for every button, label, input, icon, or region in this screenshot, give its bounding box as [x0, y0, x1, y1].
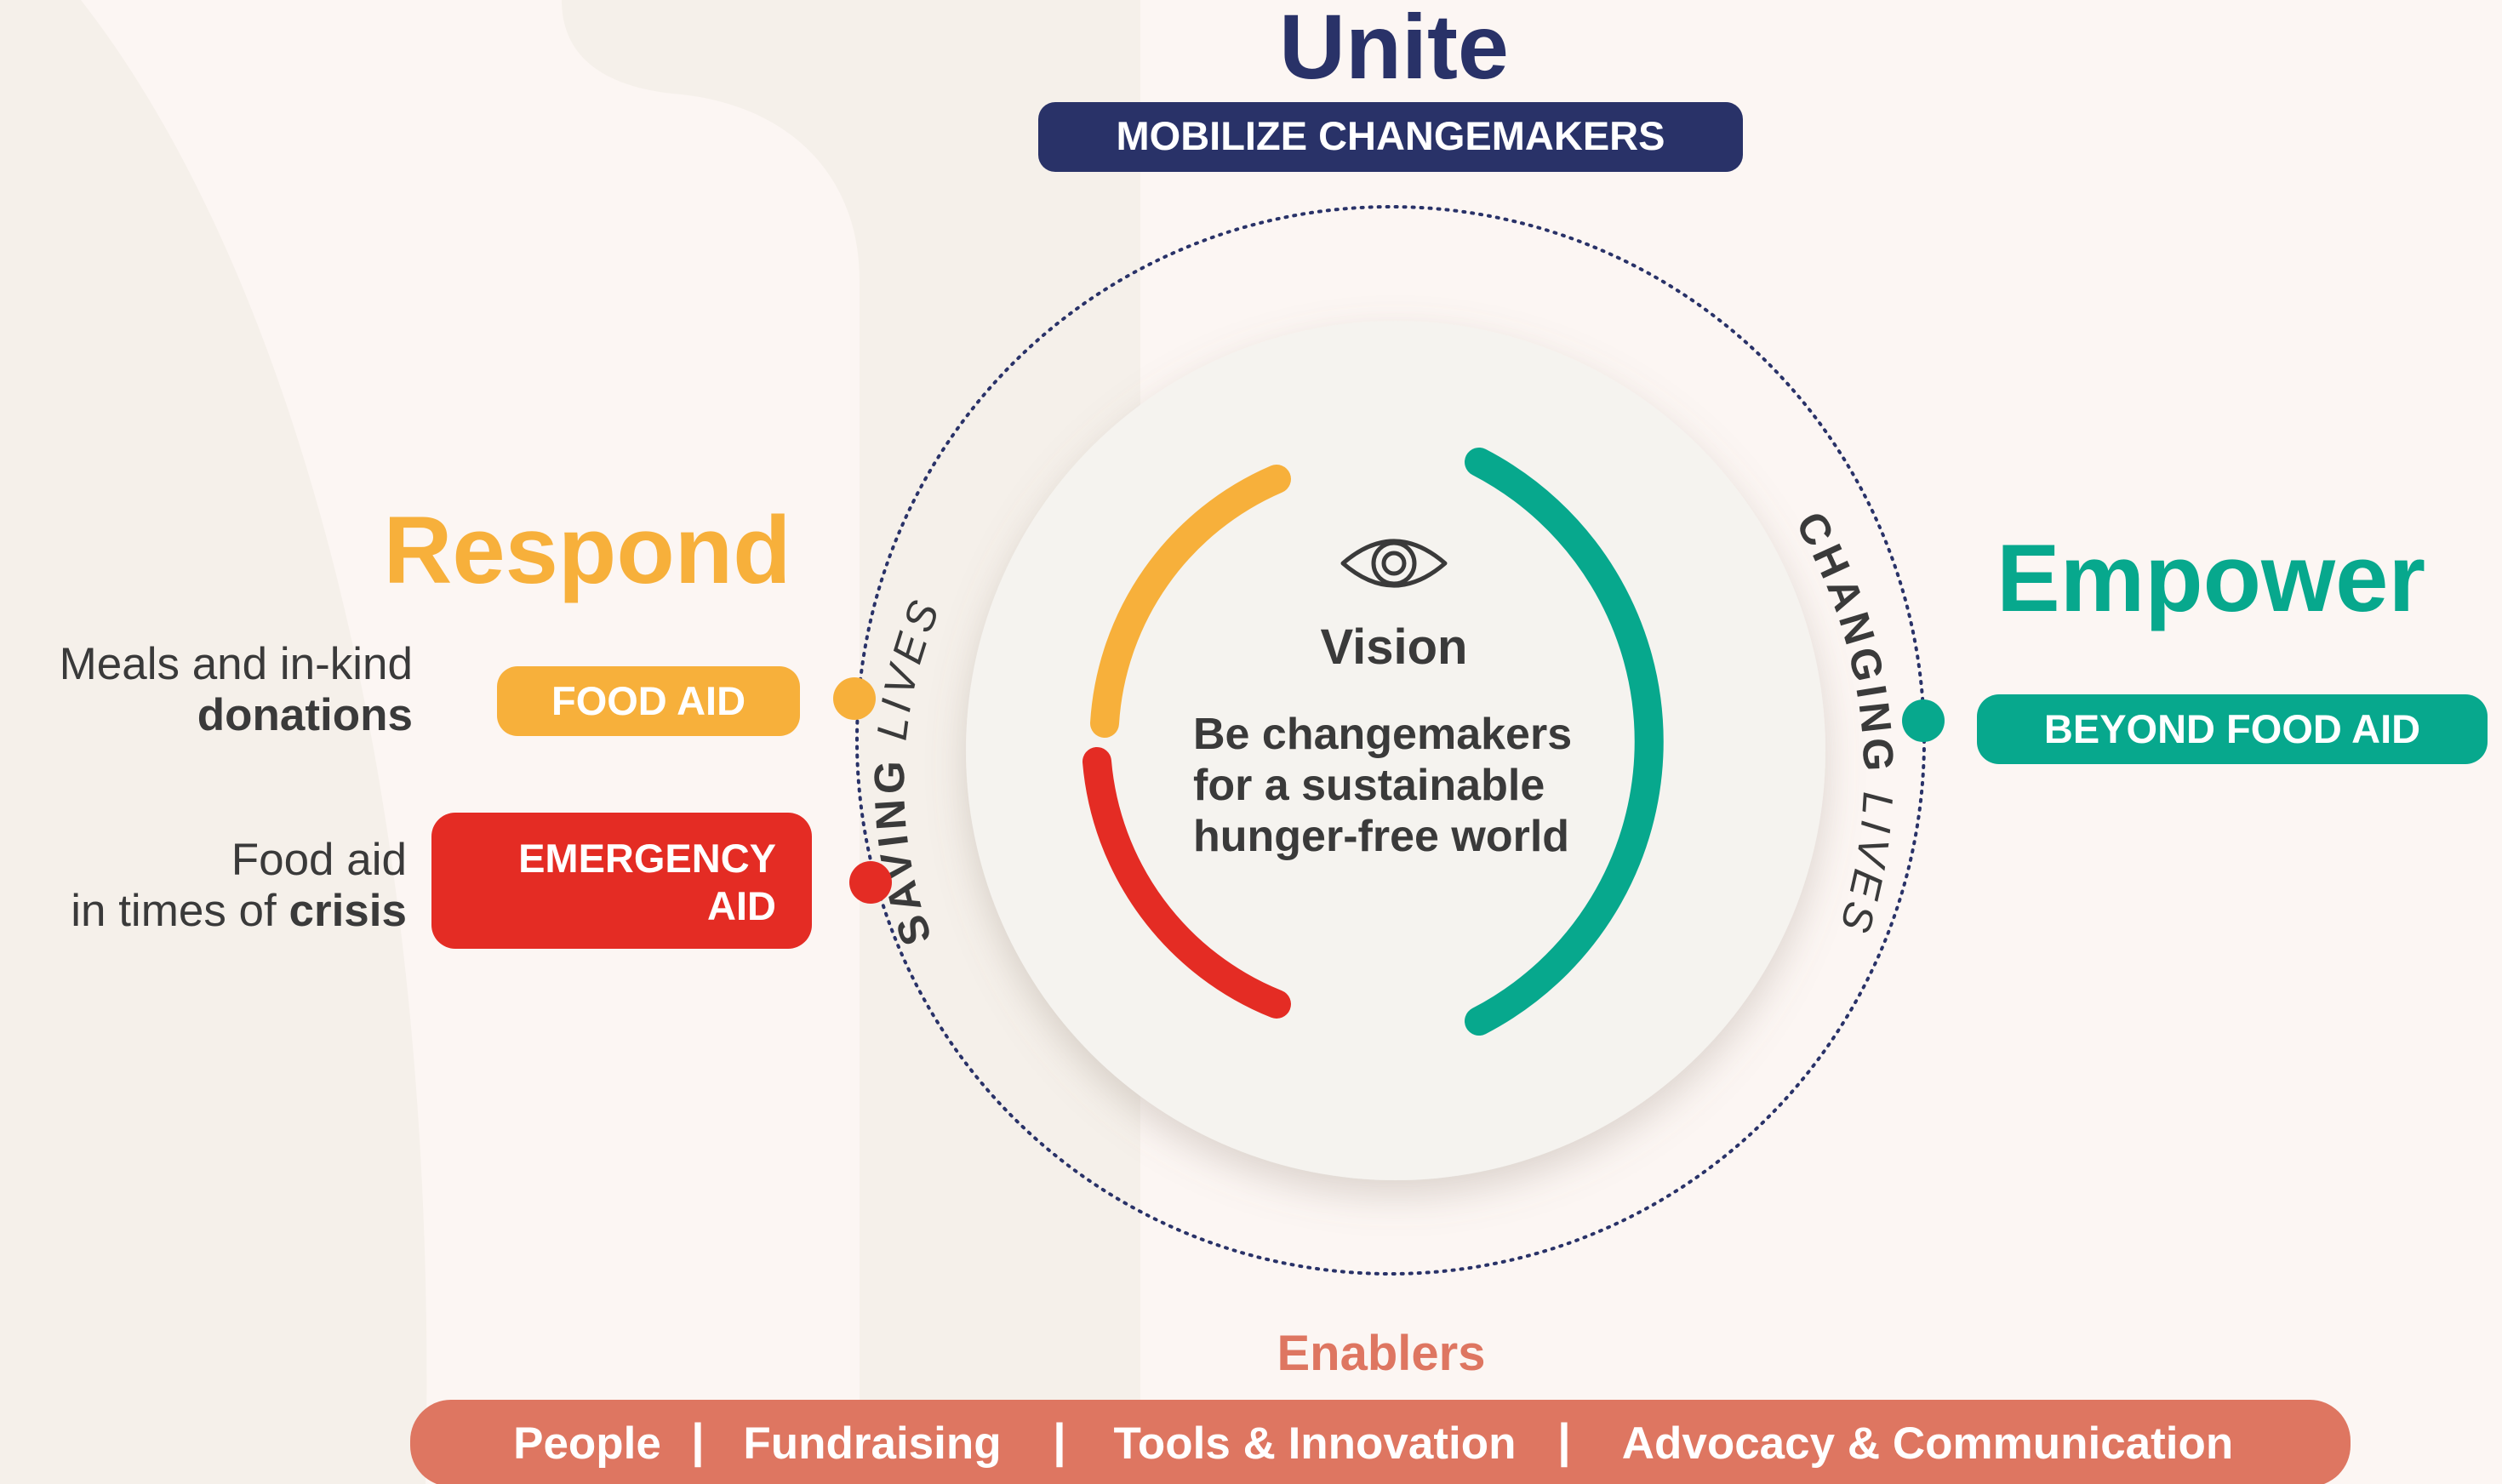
vision-statement-line-2: for a sustainable	[1193, 761, 1545, 810]
vision-statement-line-3: hunger-free world	[1193, 812, 1569, 861]
food-aid-label: FOOD AID	[551, 678, 745, 723]
background-decoration	[0, 0, 1140, 1484]
emergency-aid-label-line-2: AID	[707, 883, 776, 928]
emergency-aid-badge: EMERGENCY AID	[431, 813, 812, 949]
enabler-tools-innovation: Tools & Innovation	[1113, 1418, 1516, 1469]
enabler-fundraising: Fundraising	[743, 1418, 1001, 1469]
food-aid-marker	[833, 677, 876, 720]
enabler-separator-1: |	[691, 1413, 705, 1468]
food-aid-badge: FOOD AID	[497, 666, 800, 736]
enabler-separator-2: |	[1053, 1413, 1066, 1468]
enablers-title: Enablers	[1277, 1326, 1486, 1381]
emergency-aid-label-line-1: EMERGENCY	[518, 836, 776, 881]
emergency-description-crisis: crisis	[288, 886, 407, 936]
vision-title: Vision	[1321, 619, 1468, 675]
orange-arc	[1090, 465, 1291, 738]
beyond-food-aid-badge: BEYOND FOOD AID	[1977, 694, 2488, 764]
food-aid-description-line-1: Meals and in-kind	[60, 639, 413, 689]
food-aid-description-line-2: donations	[197, 690, 413, 740]
emergency-aid-marker	[849, 861, 892, 904]
changing-lives-word: LIVES	[1830, 791, 1902, 941]
mobilize-changemakers-badge: MOBILIZE CHANGEMAKERS	[1038, 102, 1743, 172]
emergency-description-line-2: in times of crisis	[71, 886, 407, 936]
emergency-description-line-1: Food aid	[231, 835, 407, 885]
enablers-bar: People | Fundraising | Tools & Innovatio…	[410, 1400, 2351, 1484]
enabler-advocacy-communication: Advocacy & Communication	[1622, 1418, 2234, 1469]
teal-arc	[1465, 448, 1664, 1036]
enabler-separator-3: |	[1557, 1413, 1571, 1468]
beyond-food-aid-label: BEYOND FOOD AID	[2044, 706, 2420, 751]
red-arc	[1082, 747, 1291, 1019]
eye-icon	[1340, 539, 1448, 588]
respond-title: Respond	[383, 497, 791, 603]
empower-title: Empower	[1996, 525, 2425, 631]
mobilize-changemakers-label: MOBILIZE CHANGEMAKERS	[1117, 113, 1665, 158]
vision-statement-line-1: Be changemakers	[1193, 710, 1572, 759]
emergency-description-prefix: in times of	[71, 886, 288, 936]
enabler-people: People	[513, 1418, 661, 1469]
unite-title: Unite	[1279, 0, 1509, 98]
beyond-food-aid-marker	[1902, 699, 1945, 742]
